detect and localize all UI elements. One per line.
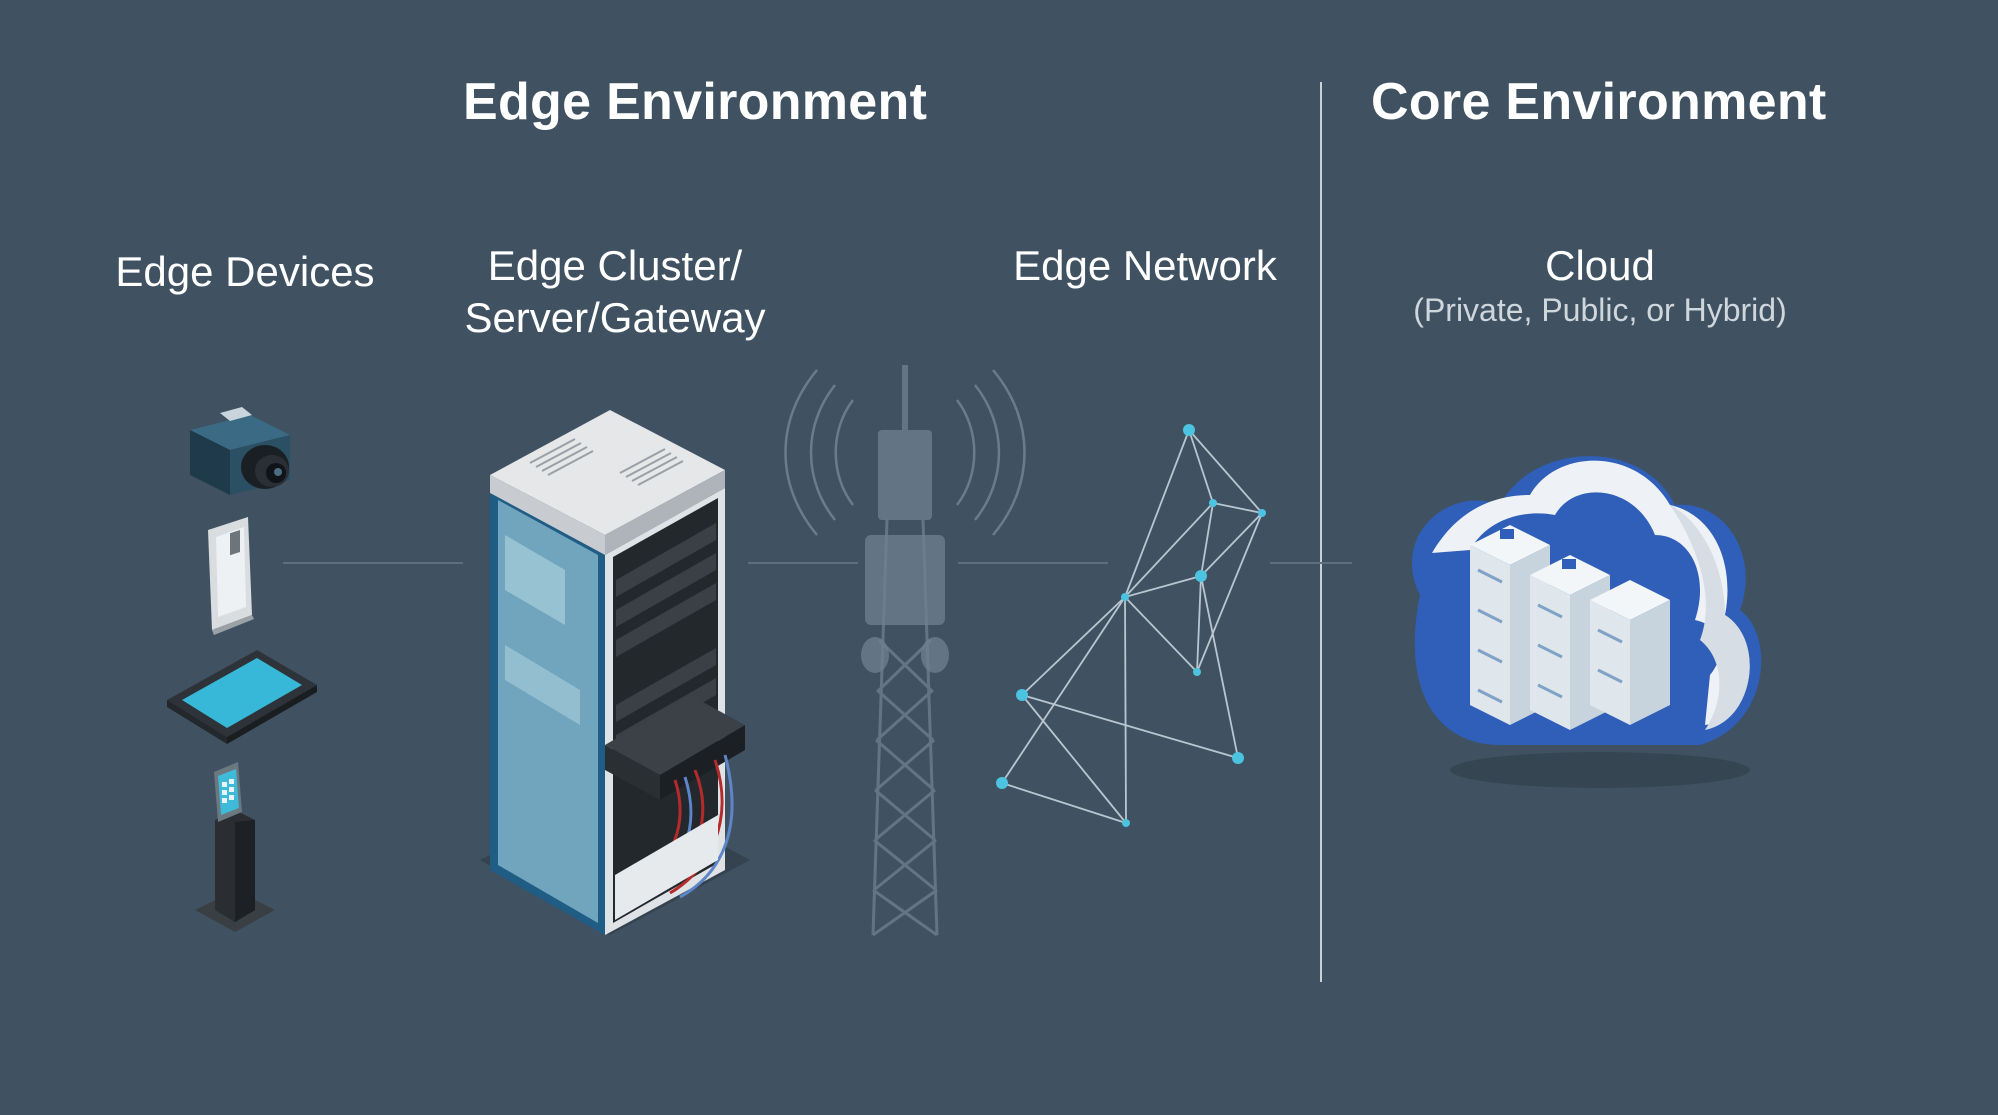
edge-environment-title: Edge Environment xyxy=(463,73,928,131)
cloud-label: Cloud xyxy=(1545,242,1655,289)
connector-network-cloud xyxy=(1270,562,1352,564)
connector-tower-network xyxy=(958,562,1108,564)
edge-cluster-label-line2: Server/Gateway xyxy=(464,294,766,341)
network-mesh-icon xyxy=(996,424,1266,827)
kiosk-icon xyxy=(195,762,275,932)
edge-core-divider xyxy=(1320,82,1322,982)
connector-devices-cluster xyxy=(283,562,463,564)
camera-icon xyxy=(190,407,290,495)
tablet-icon xyxy=(167,650,317,744)
edge-devices-label: Edge Devices xyxy=(115,248,375,295)
edge-cluster-label: Edge Cluster/ Server/Gateway xyxy=(440,240,790,344)
edge-cluster-label-line1: Edge Cluster/ xyxy=(487,242,743,289)
smartphone-icon xyxy=(208,517,254,635)
server-rack-icon xyxy=(480,410,750,935)
cloud-label-block: Cloud (Private, Public, or Hybrid) xyxy=(1380,240,1820,329)
cell-tower-icon xyxy=(784,365,1026,937)
cloud-sublabel: (Private, Public, or Hybrid) xyxy=(1413,292,1787,328)
core-environment-title: Core Environment xyxy=(1371,73,1827,131)
connector-cluster-tower xyxy=(748,562,858,564)
edge-network-label: Edge Network xyxy=(1013,242,1277,289)
cloud-datacenter-icon xyxy=(1411,456,1762,788)
